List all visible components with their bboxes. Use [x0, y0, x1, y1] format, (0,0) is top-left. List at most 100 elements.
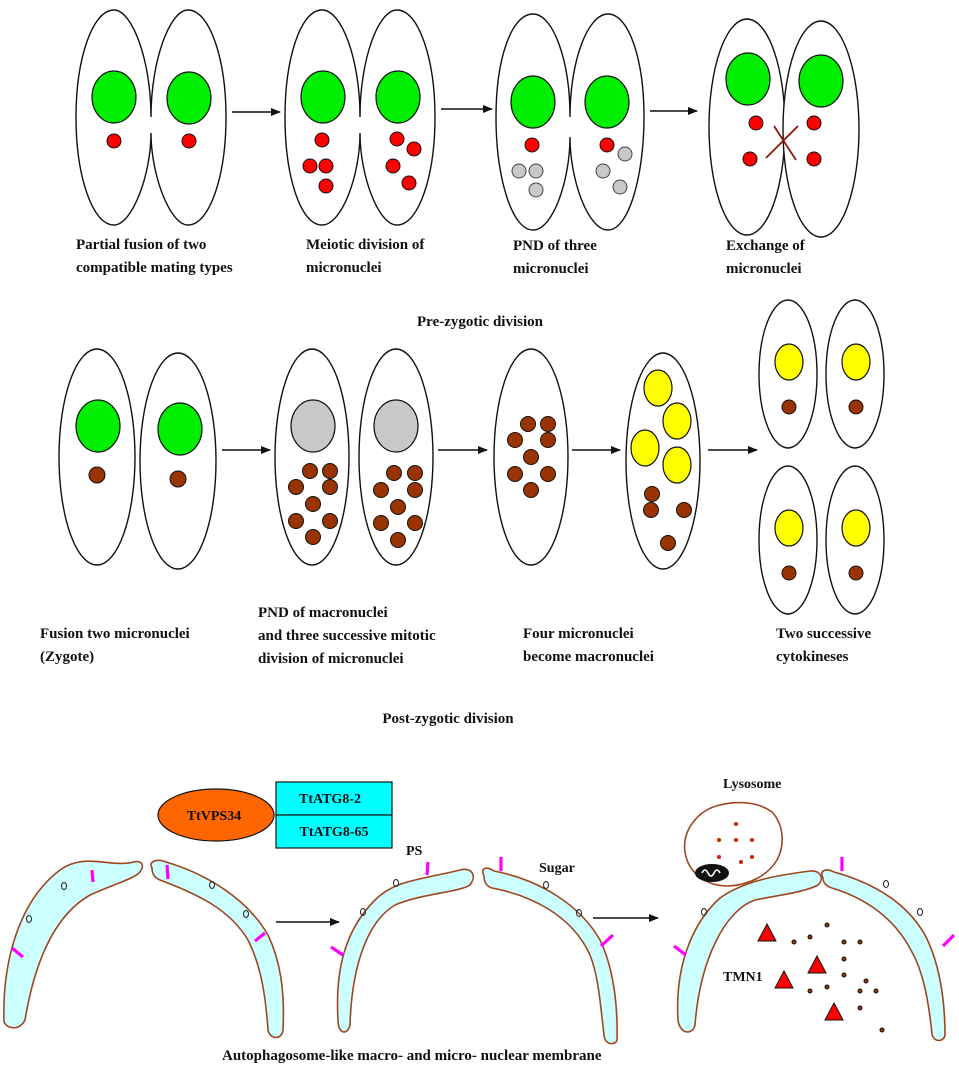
ps-marker: [599, 933, 615, 948]
caption-cytokineses: cytokineses: [776, 649, 849, 665]
macronucleus: [300, 70, 346, 124]
new-macronucleus: [841, 509, 871, 547]
zygotic-micronucleus: [520, 416, 536, 432]
stage-exchange-micronuclei: [708, 18, 860, 238]
zygotic-micronucleus: [373, 482, 389, 498]
debris-particle: [863, 978, 869, 984]
exchange-cross: [773, 125, 797, 161]
ttvps34-label: TtVPS34: [187, 809, 241, 824]
micronucleus: [848, 565, 864, 581]
protein-complex: TtVPS34 TtATG8-2 TtATG8-65: [157, 781, 393, 849]
ps-label: PS: [406, 844, 423, 859]
zygotic-micronucleus: [540, 466, 556, 482]
micronucleus: [806, 115, 822, 131]
caption-exchange: Exchange of: [726, 238, 806, 254]
caption-meiotic-division: micronuclei: [306, 260, 382, 276]
debris-particle: [841, 972, 847, 978]
stage-new-macronuclei: [625, 352, 701, 570]
membrane-state-2: PS Sugar: [330, 844, 618, 1045]
sugar-marker: [61, 882, 67, 890]
membrane-state-3: Lysosome TMN1: [673, 777, 956, 1042]
sugar-marker: [360, 908, 366, 916]
micronucleus: [314, 132, 330, 148]
micronucleus: [781, 565, 797, 581]
new-macronucleus: [774, 343, 804, 381]
tmn1-triangle: [757, 922, 777, 942]
macronucleus: [798, 54, 844, 108]
sugar-marker: [701, 908, 707, 916]
ps-marker: [330, 945, 344, 957]
ttvps34-node: [157, 788, 275, 842]
debris-particle: [857, 939, 863, 945]
macronucleus: [584, 75, 630, 129]
sugar-marker: [576, 909, 582, 917]
section-title-pre-zygotic: Pre-zygotic division: [417, 314, 544, 330]
new-macronucleus: [643, 369, 673, 407]
zygotic-micronucleus: [507, 466, 523, 482]
stage-cytokineses: [758, 299, 885, 615]
macronucleus: [725, 52, 771, 106]
ps-marker: [254, 931, 266, 943]
cell-outline: [139, 352, 217, 570]
macronucleus: [75, 399, 121, 453]
caption-pnd-macronuclei: and three successive mitotic: [258, 628, 436, 644]
exchange-cross: [765, 125, 799, 159]
degraded-micronucleus: [617, 146, 633, 162]
zygotic-micronucleus: [660, 535, 676, 551]
caption-partial-fusion: compatible mating types: [76, 260, 233, 276]
micronucleus: [181, 133, 197, 149]
degraded-micronucleus: [528, 163, 544, 179]
lysosome-enzymes: [717, 822, 754, 864]
membrane-arc-right: [150, 859, 285, 1039]
autophagy-panel: TtVPS34 TtATG8-2 TtATG8-65: [3, 777, 956, 1064]
membrane-arc-right: [821, 869, 946, 1042]
enzyme-dot: [717, 838, 721, 842]
debris-particle: [857, 988, 863, 994]
ps-marker: [165, 864, 170, 880]
zygotic-micronucleus: [386, 465, 402, 481]
sugar-marker: [243, 910, 249, 918]
ps-marker: [941, 933, 956, 948]
ps-marker: [10, 946, 25, 959]
cell-outline: [358, 348, 434, 566]
micronucleus: [389, 131, 405, 147]
sugar-marker: [543, 881, 549, 889]
micronucleus: [318, 178, 334, 194]
section-title-post-zygotic: Post-zygotic division: [382, 711, 514, 727]
micronucleus: [806, 151, 822, 167]
tmn1-label: TMN1: [723, 970, 763, 985]
debris-particle: [824, 984, 830, 990]
enzyme-dot: [734, 838, 738, 842]
zygotic-micronucleus: [407, 482, 423, 498]
zygotic-micronucleus: [523, 449, 539, 465]
caption-partial-fusion: Partial fusion of two: [76, 237, 206, 253]
micronuclei-cluster: [288, 463, 423, 548]
pre-zygotic-row: Partial fusion of two compatible mating …: [75, 9, 860, 330]
micronucleus: [599, 137, 615, 153]
degraded-micronucleus: [612, 179, 628, 195]
caption-pnd-micronuclei: PND of three: [513, 238, 597, 254]
ps-marker: [425, 861, 430, 876]
micronucleus: [106, 133, 122, 149]
zygotic-micronucleus: [288, 479, 304, 495]
debris-particle: [879, 1027, 885, 1033]
cell-outline: [58, 348, 136, 566]
enzyme-dot: [750, 838, 754, 842]
micronucleus: [385, 158, 401, 174]
micronucleus: [848, 399, 864, 415]
tmn1-triangle: [824, 1001, 844, 1021]
ps-marker: [673, 944, 687, 957]
stage-partial-fusion: [75, 9, 227, 226]
zygotic-micronucleus: [322, 463, 338, 479]
tmn1-triangle: [774, 969, 794, 989]
sugar-marker: [209, 881, 215, 889]
macronucleus: [91, 70, 137, 124]
tmn1-triangles: [757, 922, 844, 1021]
mitochondrion-icon: [695, 864, 729, 882]
zygotic-micronucleus: [305, 529, 321, 545]
zygotic-micronucleus: [390, 499, 406, 515]
debris-particle: [807, 988, 813, 994]
stage-zygote: [58, 348, 217, 570]
debris-particle: [807, 934, 813, 940]
caption-fusion-zygote: (Zygote): [40, 649, 94, 665]
